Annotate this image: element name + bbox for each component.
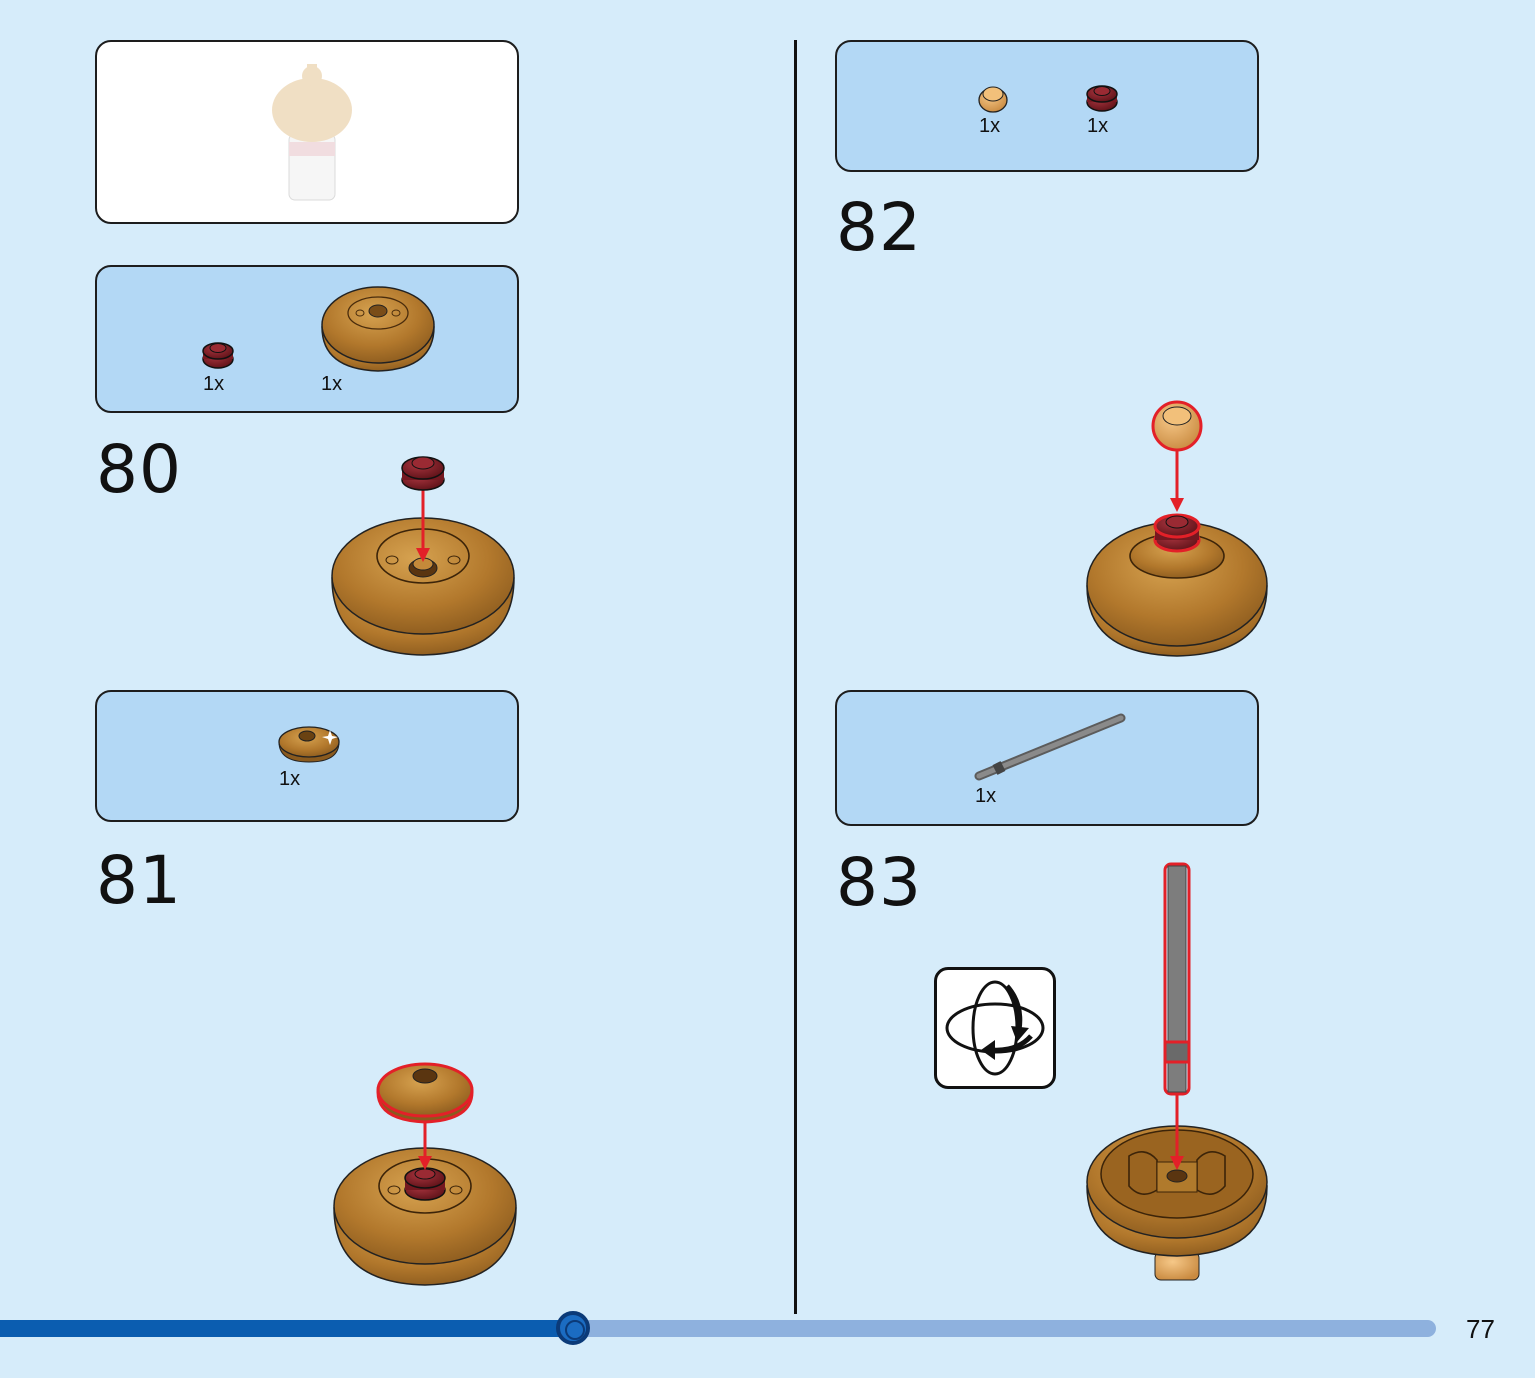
grey-bar-part [974, 713, 1126, 781]
step-82-assembly-image [1086, 400, 1268, 657]
previous-result-panel [95, 40, 519, 224]
step-81-part-1-qty: 1x [279, 768, 301, 790]
rotate-model-icon [934, 967, 1056, 1089]
step-80-parts-panel: 1x 1x [95, 265, 519, 413]
step-80-number: 80 [96, 431, 182, 508]
wood-round-brick-part [978, 86, 1008, 113]
step-81-number: 81 [96, 842, 182, 919]
dark-red-round-plate-part [1086, 85, 1118, 112]
step-82-number: 82 [836, 189, 922, 266]
progress-fill [0, 1320, 573, 1337]
step-80-part-1-qty: 1x [203, 373, 225, 395]
step-83-parts-panel: 1x [835, 690, 1259, 826]
step-80-assembly-image [331, 456, 515, 656]
step-82-parts-panel: 1x 1x [835, 40, 1259, 172]
page-number: 77 [1466, 1314, 1495, 1344]
previous-assembly-image [272, 64, 352, 201]
step-81-parts-panel: 1x [95, 690, 519, 822]
wood-round-tile-part [278, 726, 340, 763]
step-83-assembly-image [1086, 862, 1268, 1281]
progress-knob [556, 1311, 590, 1345]
column-divider [794, 40, 797, 1314]
wood-dome-part [321, 286, 435, 372]
step-83-part-1-qty: 1x [975, 785, 997, 807]
step-80-part-2-qty: 1x [321, 373, 343, 395]
step-82-part-2-qty: 1x [1087, 115, 1109, 137]
dark-red-round-plate-part [202, 342, 234, 369]
step-82-part-1-qty: 1x [979, 115, 1001, 137]
step-83-number: 83 [836, 844, 922, 921]
step-81-assembly-image [333, 1062, 517, 1286]
